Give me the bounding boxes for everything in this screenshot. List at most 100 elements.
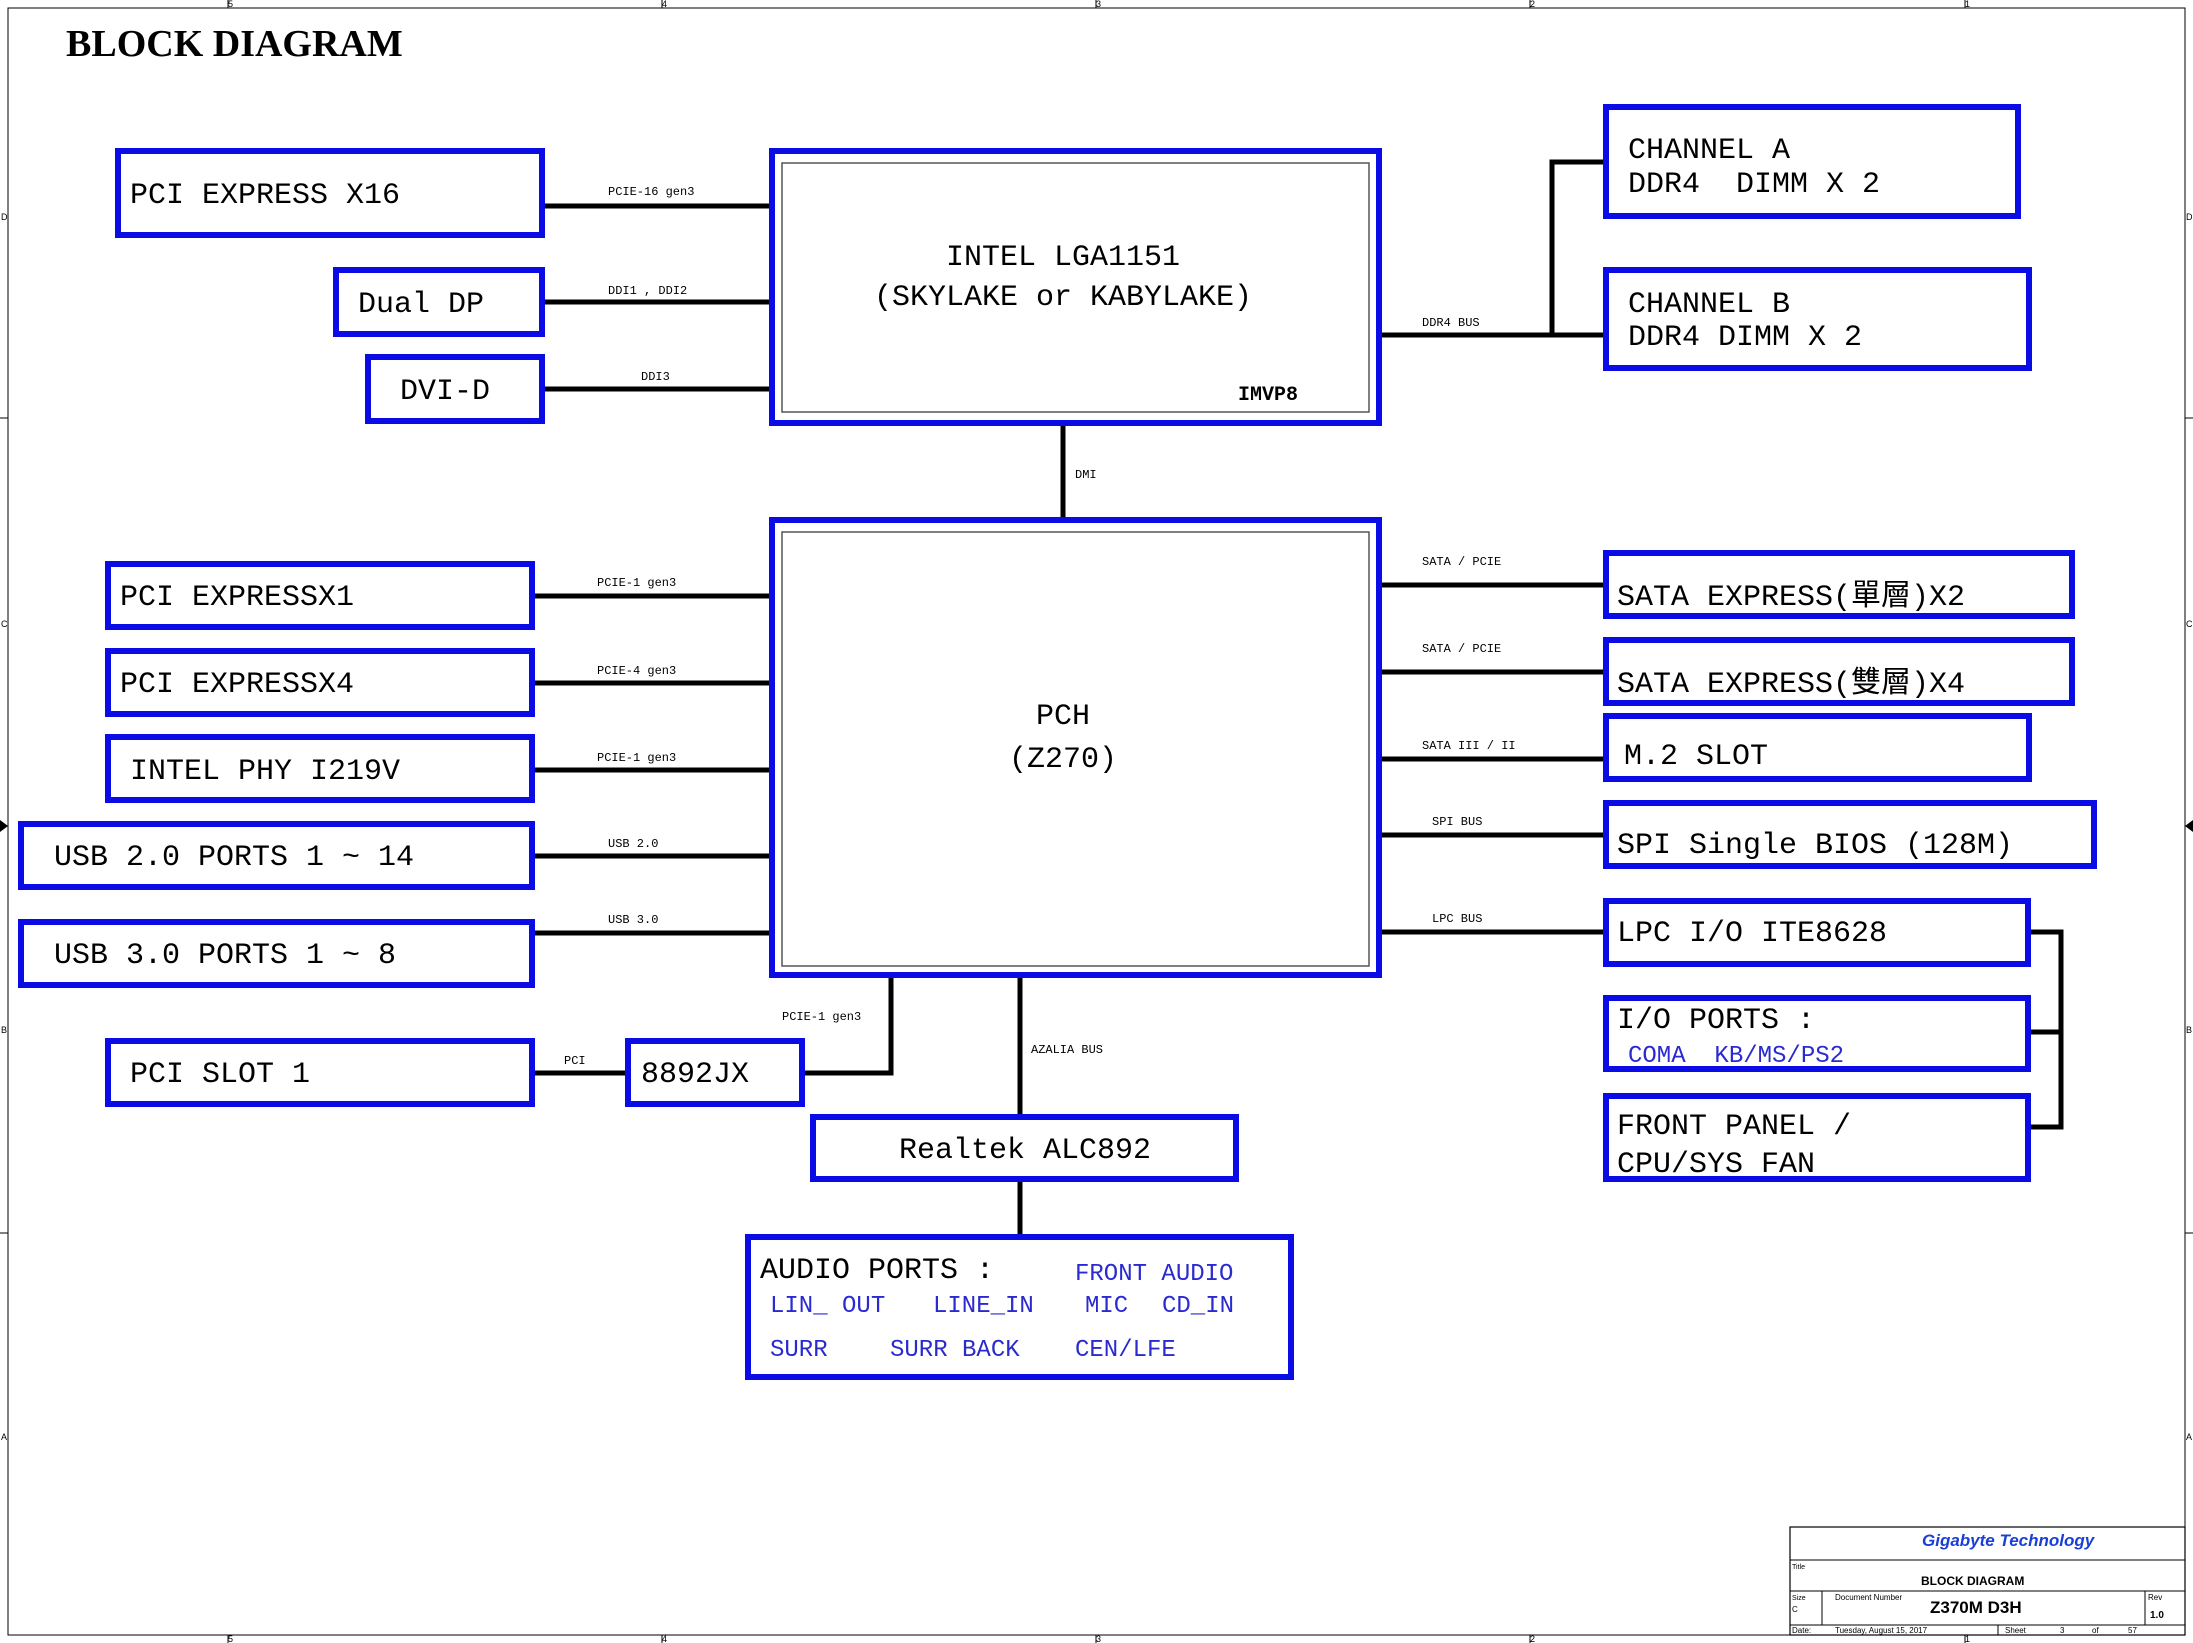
audio-surr-back: SURR BACK — [890, 1337, 1020, 1364]
lpc-io-label: LPC I/O ITE8628 — [1617, 917, 1887, 951]
wires — [532, 159, 2064, 1237]
title-block: Gigabyte Technology Title BLOCK DIAGRAM … — [1789, 1526, 2186, 1636]
pcie-x4-block[interactable]: PCI EXPRESSX4 — [105, 648, 535, 717]
dual-dp-label: Dual DP — [358, 288, 484, 322]
intel-phy-block[interactable]: INTEL PHY I219V — [105, 734, 535, 803]
bus-sata-pcie-2: SATA / PCIE — [1422, 642, 1501, 656]
bus-usb20: USB 2.0 — [608, 837, 658, 851]
io-ports-label: I/O PORTS : — [1617, 1004, 1815, 1038]
front-panel-line2: CPU/SYS FAN — [1617, 1148, 1815, 1182]
m2-block[interactable]: M.2 SLOT — [1603, 713, 2032, 782]
usb3-label: USB 3.0 PORTS 1 ~ 8 — [54, 939, 396, 973]
dual-dp-block[interactable]: Dual DP — [333, 267, 545, 337]
title-label: Title — [1792, 1564, 1805, 1571]
diagram-title: BLOCK DIAGRAM — [66, 23, 403, 65]
zone-right-c: C — [2186, 619, 2193, 629]
audio-ports-block[interactable]: AUDIO PORTS : FRONT AUDIO LIN_ OUT LINE_… — [745, 1234, 1294, 1380]
channel-a-block[interactable]: CHANNEL A DDR4 DIMM X 2 — [1603, 104, 2021, 219]
bus-azalia: AZALIA BUS — [1031, 1043, 1103, 1057]
bus-pci: PCI — [564, 1054, 586, 1068]
docnum-label: Document Number — [1835, 1593, 1902, 1602]
dvi-d-label: DVI-D — [400, 375, 490, 409]
company-name: Gigabyte Technology — [1922, 1531, 2096, 1550]
dvi-d-block[interactable]: DVI-D — [365, 354, 545, 424]
zone-right-d: D — [2186, 212, 2193, 222]
realtek-block[interactable]: Realtek ALC892 — [810, 1114, 1239, 1182]
sheet-label: Sheet — [2005, 1626, 2027, 1635]
rev-label: Rev — [2148, 1593, 2162, 1602]
bus-pcie1-a: PCIE-1 gen3 — [597, 576, 676, 590]
channel-b-line2: DDR4 DIMM X 2 — [1628, 321, 1862, 355]
wire-pcie1-bridge — [804, 975, 894, 1076]
sata-x2-label: SATA EXPRESS(單層)X2 — [1617, 581, 1965, 615]
zone-right-a: A — [2186, 1432, 2192, 1442]
zone-bottom-3: 3 — [1096, 1634, 1101, 1643]
lpc-io-block[interactable]: LPC I/O ITE8628 — [1603, 898, 2031, 967]
audio-surr: SURR — [770, 1337, 828, 1364]
right-center-arrow — [2185, 820, 2193, 832]
zone-bottom-4: 4 — [662, 1634, 667, 1643]
date-value: Tuesday, August 15, 2017 — [1835, 1626, 1928, 1635]
bus-spi: SPI BUS — [1432, 815, 1482, 829]
usb2-label: USB 2.0 PORTS 1 ~ 14 — [54, 841, 414, 875]
sata-x4-block[interactable]: SATA EXPRESS(雙層)X4 — [1603, 637, 2075, 706]
pch-line2: (Z270) — [1009, 743, 1117, 777]
spi-bios-block[interactable]: SPI Single BIOS (128M) — [1603, 800, 2097, 869]
bus-sata-pcie-1: SATA / PCIE — [1422, 555, 1501, 569]
cpu-imvp8: IMVP8 — [1238, 384, 1298, 407]
pch-line1: PCH — [1036, 700, 1090, 734]
channel-b-line1: CHANNEL B — [1628, 288, 1790, 322]
bus-labels: PCIE-16 gen3 DDI1 , DDI2 DDI3 DDR4 BUS D… — [564, 185, 1516, 1068]
zone-top-5: 5 — [228, 0, 233, 9]
cpu-block[interactable]: INTEL LGA1151 (SKYLAKE or KABYLAKE) IMVP… — [769, 148, 1382, 426]
front-panel-block[interactable]: FRONT PANEL / CPU/SYS FAN — [1603, 1093, 2031, 1182]
io-ports-block[interactable]: I/O PORTS : COMA KB/MS/PS2 — [1603, 995, 2031, 1072]
spi-bios-label: SPI Single BIOS (128M) — [1617, 829, 2013, 863]
pci-slot-block[interactable]: PCI SLOT 1 — [105, 1038, 535, 1107]
sata-x4-label: SATA EXPRESS(雙層)X4 — [1617, 666, 1965, 702]
bus-pcie16: PCIE-16 gen3 — [608, 185, 694, 199]
bridge-block[interactable]: 8892JX — [625, 1038, 805, 1107]
audio-cen-lfe: CEN/LFE — [1075, 1337, 1176, 1364]
zone-bottom-2: 2 — [1530, 1634, 1535, 1643]
sata-x2-block[interactable]: SATA EXPRESS(單層)X2 — [1603, 550, 2075, 619]
left-center-arrow — [0, 820, 8, 832]
bus-usb30: USB 3.0 — [608, 913, 658, 927]
date-label: Date: — [1792, 1626, 1811, 1635]
zone-top-2: 2 — [1530, 0, 1535, 9]
channel-a-line1: CHANNEL A — [1628, 134, 1790, 168]
pcie-x4-label: PCI EXPRESSX4 — [120, 668, 354, 702]
zone-top-3: 3 — [1096, 0, 1101, 9]
wire-chan-a — [1549, 159, 1606, 335]
bus-pcie1-c: PCIE-1 gen3 — [782, 1010, 861, 1024]
channel-a-line2: DDR4 DIMM X 2 — [1628, 168, 1880, 202]
pcie-x1-block[interactable]: PCI EXPRESSX1 — [105, 561, 535, 630]
audio-line-in: LINE_IN — [933, 1293, 1034, 1320]
pcie-x16-label: PCI EXPRESS X16 — [130, 179, 400, 213]
audio-mic: MIC — [1085, 1293, 1128, 1320]
bus-dmi: DMI — [1075, 468, 1097, 482]
zone-left-c: C — [1, 619, 8, 629]
sheets-total: 57 — [2128, 1626, 2137, 1635]
cpu-line1: INTEL LGA1151 — [946, 241, 1180, 275]
m2-label: M.2 SLOT — [1624, 740, 1768, 774]
pcie-x16-block[interactable]: PCI EXPRESS X16 — [115, 148, 545, 238]
usb2-block[interactable]: USB 2.0 PORTS 1 ~ 14 — [18, 821, 535, 890]
bus-ddr4: DDR4 BUS — [1422, 316, 1480, 330]
zone-bottom-1: 1 — [1965, 1634, 1970, 1643]
zone-top-1: 1 — [1965, 0, 1970, 9]
size-label: Size — [1792, 1595, 1806, 1602]
bridge-label: 8892JX — [641, 1058, 749, 1092]
rev-value: 1.0 — [2150, 1610, 2164, 1621]
pch-block[interactable]: PCH (Z270) — [769, 517, 1382, 978]
pcie-x1-label: PCI EXPRESSX1 — [120, 581, 354, 615]
usb3-block[interactable]: USB 3.0 PORTS 1 ~ 8 — [18, 919, 535, 988]
channel-b-block[interactable]: CHANNEL B DDR4 DIMM X 2 — [1603, 267, 2032, 371]
size-value: C — [1792, 1605, 1798, 1614]
bus-ddi3: DDI3 — [641, 370, 670, 384]
pci-slot-label: PCI SLOT 1 — [130, 1058, 310, 1092]
bus-pcie1-b: PCIE-1 gen3 — [597, 751, 676, 765]
